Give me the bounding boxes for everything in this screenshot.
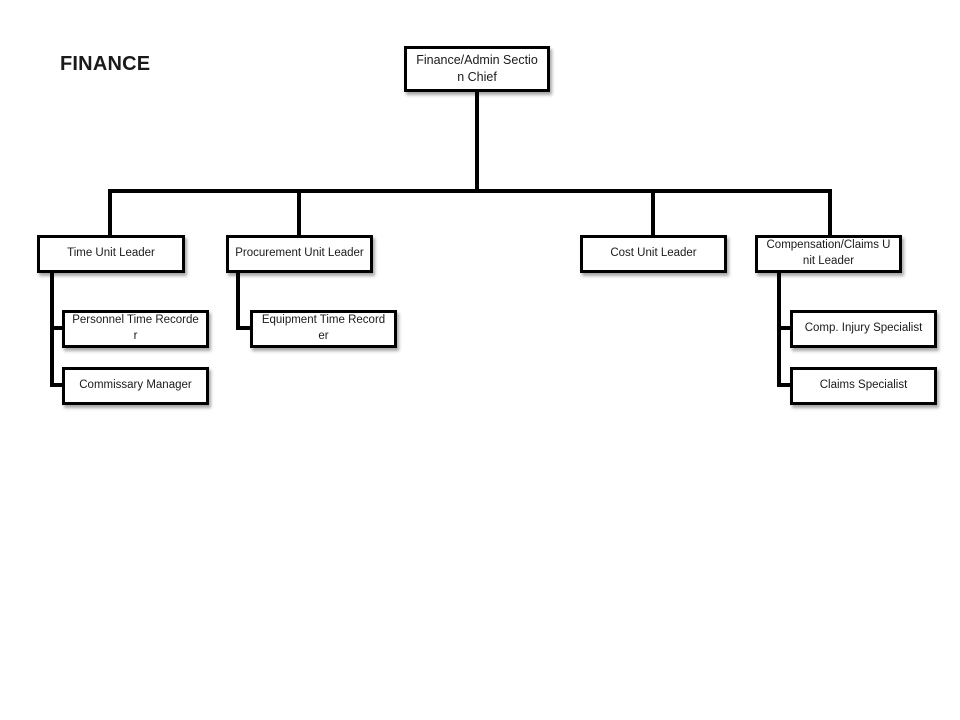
node-compensation-claims-unit-leader: Compensation/Claims Unit Leader xyxy=(755,235,902,273)
node-label: Finance/Admin Section Chief xyxy=(416,53,538,84)
page-title: FINANCE xyxy=(60,53,151,75)
node-procurement-unit-leader: Procurement Unit Leader xyxy=(226,235,373,273)
node-finance-admin-section-chief: Finance/Admin Section Chief xyxy=(404,46,550,92)
node-label: Claims Specialist xyxy=(819,379,908,392)
connector-procurement-children xyxy=(236,270,253,330)
node-commissary-manager: Commissary Manager xyxy=(62,367,209,405)
node-label: Cost Unit Leader xyxy=(610,247,697,260)
node-equipment-time-recorder: Equipment Time Recorder xyxy=(250,310,397,348)
node-label: Time Unit Leader xyxy=(67,247,155,260)
connector-compensation-children xyxy=(777,270,793,387)
node-label: Procurement Unit Leader xyxy=(235,247,364,260)
node-label: Comp. Injury Specialist xyxy=(804,322,923,335)
node-comp-injury-specialist: Comp. Injury Specialist xyxy=(790,310,937,348)
node-label: Compensation/Claims Unit Leader xyxy=(766,239,891,267)
node-label: Equipment Time Recorder xyxy=(261,314,386,342)
node-time-unit-leader: Time Unit Leader xyxy=(37,235,185,273)
node-personnel-time-recorder: Personnel Time Recorder xyxy=(62,310,209,348)
node-claims-specialist: Claims Specialist xyxy=(790,367,937,405)
node-label: Commissary Manager xyxy=(79,379,192,392)
connector-time-children xyxy=(50,270,65,387)
node-label: Personnel Time Recorder xyxy=(72,314,199,342)
node-cost-unit-leader: Cost Unit Leader xyxy=(580,235,727,273)
